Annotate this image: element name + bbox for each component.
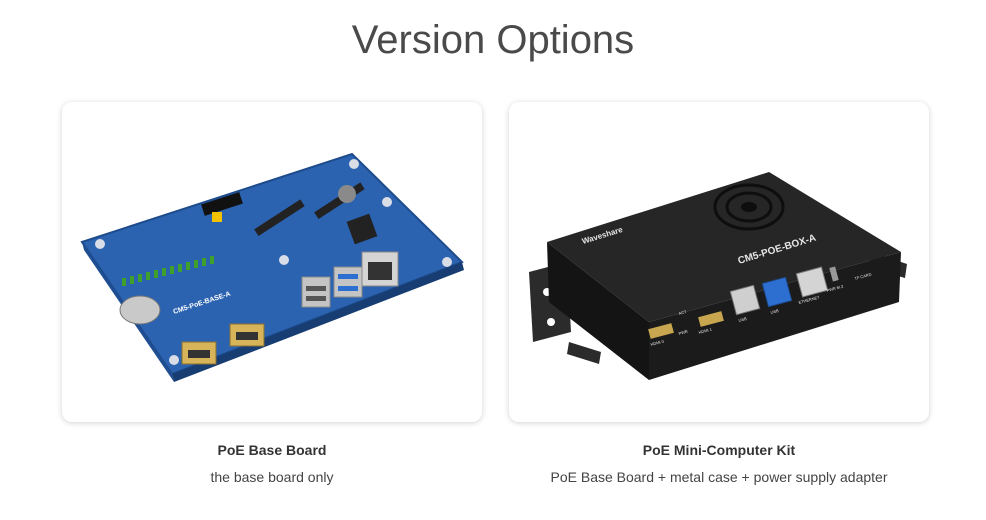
port-label-hdmi1: HDMI 1 [698,326,713,335]
page-title: Version Options [351,18,635,62]
option-description: the base board only [210,469,334,485]
port-label-tf-card: TF CARD [854,272,872,281]
option-title: PoE Base Board [217,442,327,458]
port-label-pwr-m2: PWR M.2 [826,284,845,293]
port-label-hdmi0: HDMI 0 [650,338,665,347]
port-label-usb-1: USB [738,316,748,323]
option-card-base-board[interactable]: CM5-PoE-BASE-A [62,102,482,422]
option-card-mini-computer-kit[interactable]: Waveshare CM5-POE-BOX-A HDMI 0 ACT PWR H… [509,102,929,422]
port-label-pwr: PWR [678,329,688,336]
option-title: PoE Mini-Computer Kit [642,442,796,458]
port-label-act: ACT [678,309,688,316]
port-label-usb-2: USB [770,308,780,315]
metal-case-image: Waveshare CM5-POE-BOX-A HDMI 0 ACT PWR H… [529,172,907,380]
port-label-ethernet: ETHERNET [798,294,821,305]
circuit-board-image: CM5-PoE-BASE-A [80,152,464,382]
option-description: PoE Base Board + metal case + power supp… [550,469,888,485]
